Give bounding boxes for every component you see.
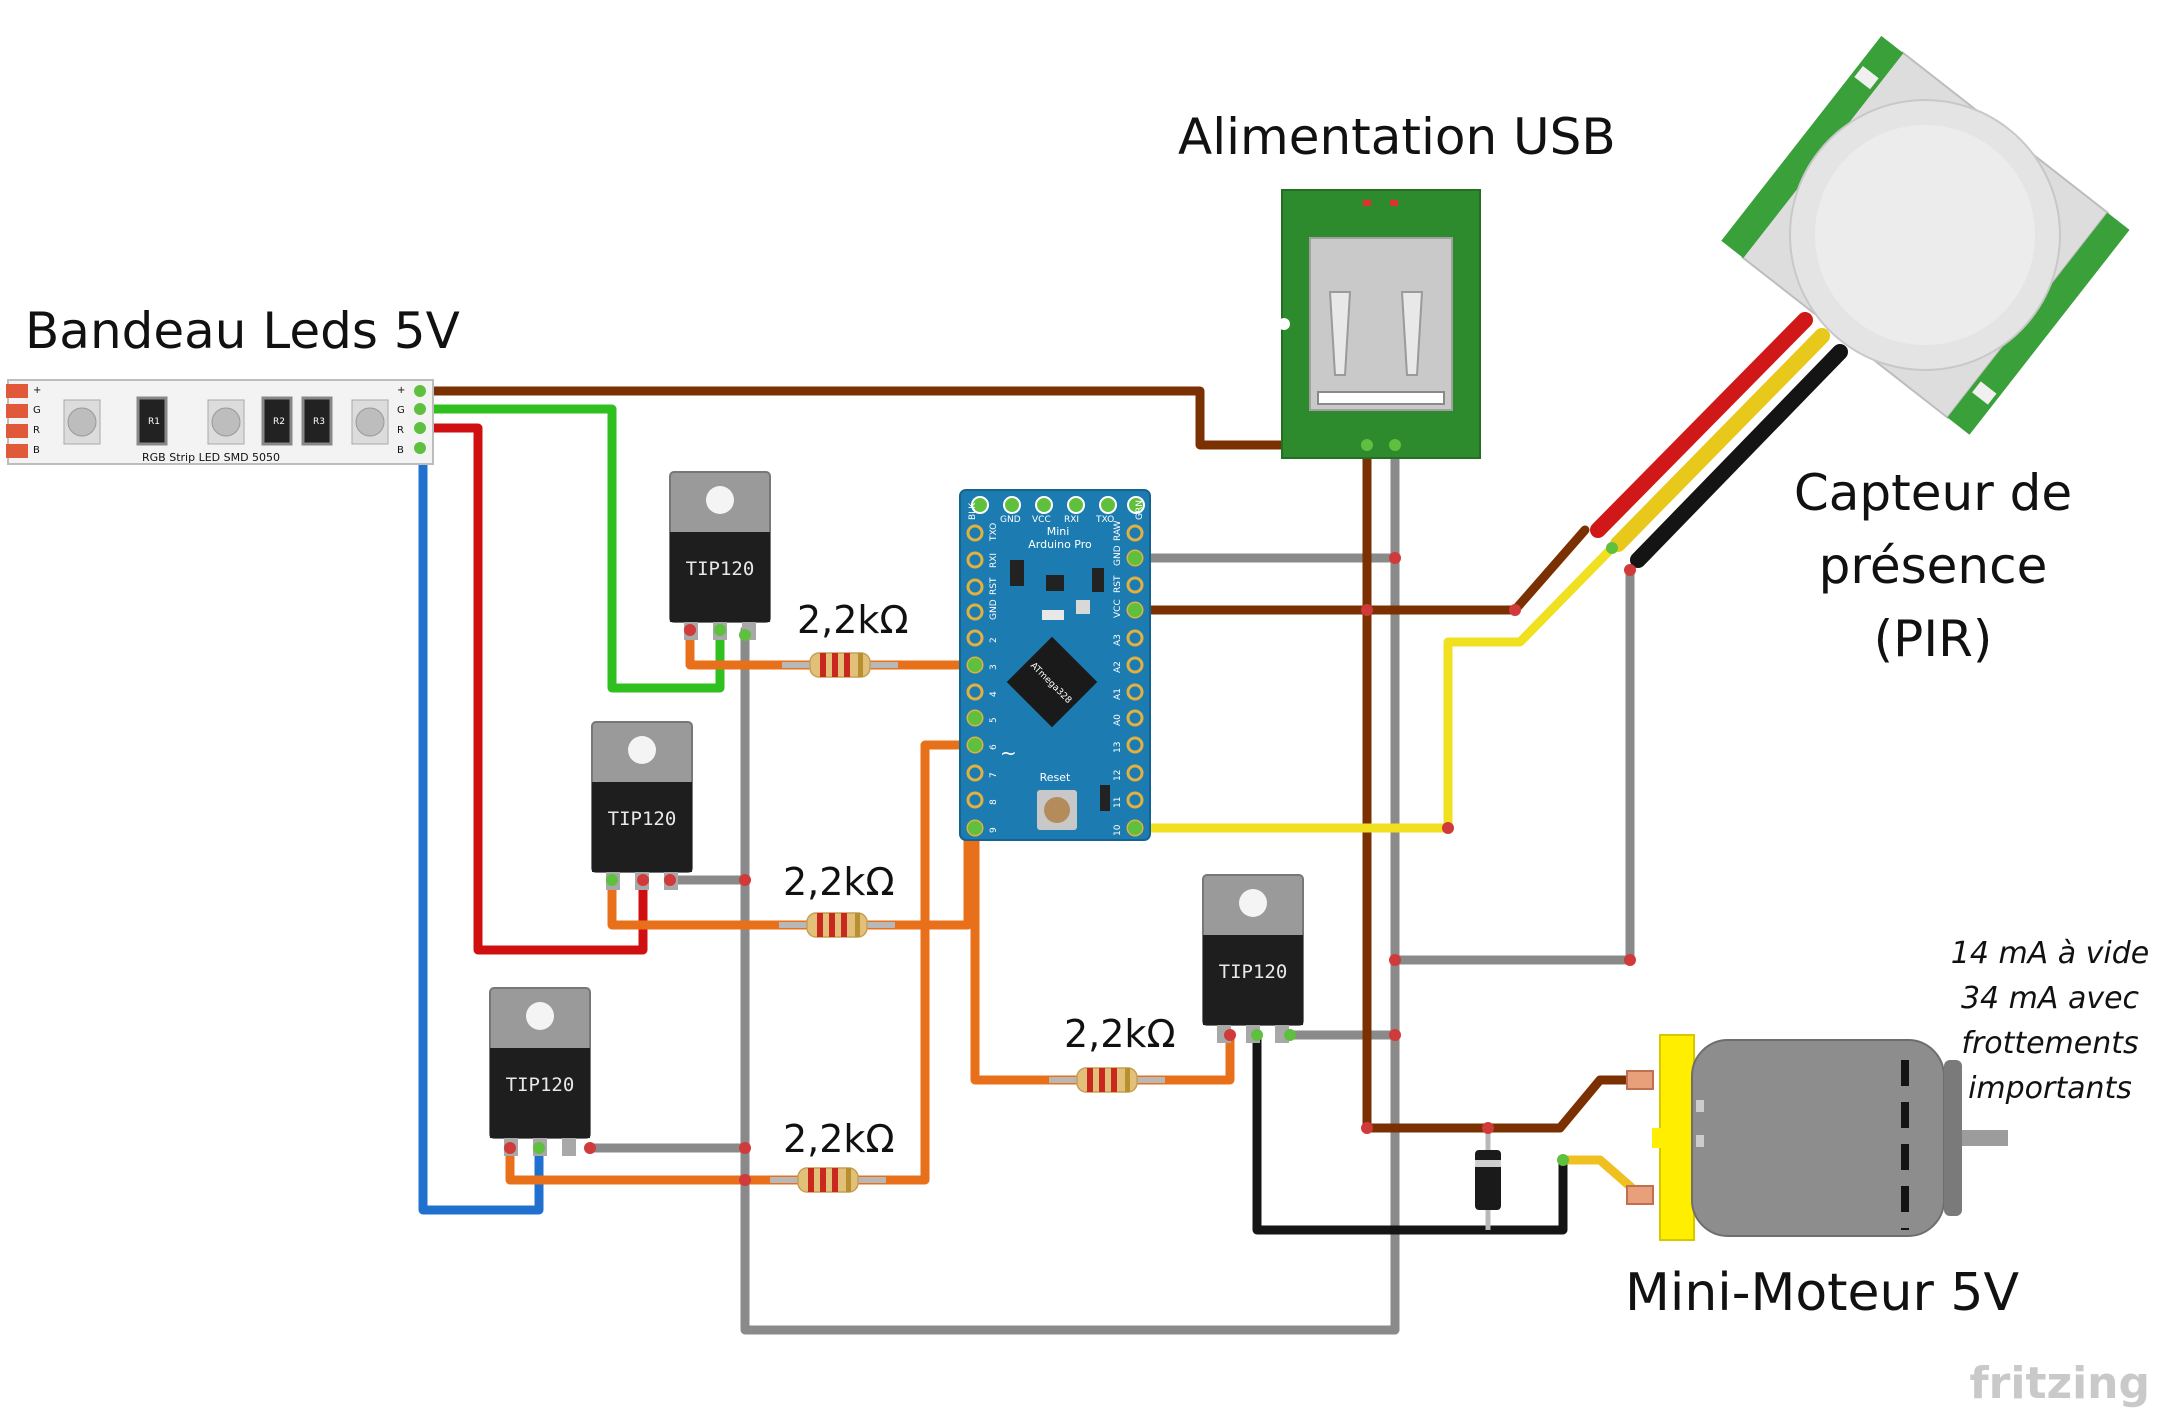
svg-text:BLK: BLK xyxy=(968,502,978,520)
arduino-top-pins xyxy=(971,496,1145,514)
svg-text:7: 7 xyxy=(989,772,999,778)
strip-led xyxy=(207,399,245,445)
svg-text:GND: GND xyxy=(1000,515,1021,525)
svg-text:RAW: RAW xyxy=(1113,520,1123,541)
transistor-4: TIP120 xyxy=(1202,874,1304,1044)
transistor-label: TIP120 xyxy=(1219,961,1288,983)
svg-text:14 mA à vide: 14 mA à vide xyxy=(1951,936,2150,971)
resistor-label: 2,2kΩ xyxy=(783,860,894,904)
svg-text:VCC: VCC xyxy=(1113,599,1123,618)
svg-text:12: 12 xyxy=(1113,770,1123,781)
svg-text:6: 6 xyxy=(989,744,999,750)
strip-pin-label: B xyxy=(397,445,404,456)
svg-text:Capteur de: Capteur de xyxy=(1794,464,2072,522)
motor-label: Mini-Moteur 5V xyxy=(1625,1263,2019,1323)
strip-pin-label: + xyxy=(397,385,405,396)
resistor-1: 2,2kΩ xyxy=(781,598,908,678)
resistor-3: 2,2kΩ xyxy=(769,1117,894,1193)
pir-sensor xyxy=(1590,35,2130,568)
svg-text:TXO: TXO xyxy=(989,523,999,542)
svg-text:13: 13 xyxy=(1113,742,1123,753)
svg-text:présence: présence xyxy=(1819,537,2048,595)
wire-black xyxy=(1252,1030,1568,1235)
strip-led xyxy=(63,399,101,445)
strip-pad xyxy=(6,424,28,438)
transistor-label: TIP120 xyxy=(686,558,755,580)
svg-text:2: 2 xyxy=(989,637,999,643)
motor xyxy=(1626,1034,2008,1241)
strip-led xyxy=(351,399,389,445)
svg-text:TXO: TXO xyxy=(1095,515,1114,525)
resistor-4: 2,2kΩ xyxy=(1048,1012,1175,1093)
svg-text:34 mA avec: 34 mA avec xyxy=(1961,981,2140,1016)
resistor-label: 2,2kΩ xyxy=(797,598,908,642)
reset-label: Reset xyxy=(1040,771,1071,784)
strip-resistor-label: R2 xyxy=(273,417,285,427)
wire-yellow xyxy=(1133,543,1617,833)
wire-motor-yellow xyxy=(1558,1155,1645,1200)
resistor-2: 2,2kΩ xyxy=(778,860,896,938)
motor-current-note: 14 mA à vide 34 mA avec frottements impo… xyxy=(1951,936,2150,1106)
arduino-pro-mini: BLK GND VCC RXI TXO GRN TXO RXI RST GND … xyxy=(959,489,1151,841)
svg-text:10: 10 xyxy=(1113,824,1123,836)
strip-pad xyxy=(6,404,28,418)
strip-pad xyxy=(6,384,28,398)
svg-text:RXI: RXI xyxy=(989,553,999,568)
arduino-title: Mini xyxy=(1047,525,1070,538)
svg-text:~: ~ xyxy=(1000,741,1017,765)
svg-text:A3: A3 xyxy=(1113,634,1123,646)
resistor-label: 2,2kΩ xyxy=(1064,1012,1175,1056)
resistor-label: 2,2kΩ xyxy=(783,1117,894,1161)
pir-cable xyxy=(1590,312,1848,568)
svg-text:A2: A2 xyxy=(1113,661,1123,673)
arduino-title: Arduino Pro xyxy=(1028,538,1092,551)
transistor-3: TIP120 xyxy=(489,987,591,1157)
transistor-label: TIP120 xyxy=(608,808,677,830)
pir-label: Capteur de présence (PIR) xyxy=(1794,464,2072,668)
svg-text:(PIR): (PIR) xyxy=(1874,610,1993,668)
usb-power-module xyxy=(1278,189,1481,459)
svg-text:3: 3 xyxy=(989,664,999,670)
strip-pin-label: R xyxy=(397,425,404,436)
svg-text:A0: A0 xyxy=(1113,714,1123,726)
strip-pad xyxy=(6,444,28,458)
led-strip: R1 R2 R3 + G R B + G R B RGB Strip LED S… xyxy=(6,379,434,465)
strip-resistor-label: R3 xyxy=(313,417,325,427)
strip-print: RGB Strip LED SMD 5050 xyxy=(142,451,280,464)
svg-text:4: 4 xyxy=(989,691,999,697)
svg-text:8: 8 xyxy=(989,799,999,805)
svg-text:GND: GND xyxy=(1113,545,1123,566)
svg-text:9: 9 xyxy=(989,827,999,833)
svg-text:5: 5 xyxy=(989,717,999,723)
transistor-2: TIP120 xyxy=(591,721,693,891)
svg-text:RST: RST xyxy=(1113,575,1123,593)
junctions xyxy=(504,542,1636,1186)
transistor-1: TIP120 xyxy=(669,471,771,641)
svg-text:RXI: RXI xyxy=(1064,515,1079,525)
svg-text:RST: RST xyxy=(989,577,999,595)
transistor-label: TIP120 xyxy=(506,1074,575,1096)
diode xyxy=(1475,1128,1501,1230)
strip-pin-label: G xyxy=(397,405,405,416)
svg-text:GRN: GRN xyxy=(1135,500,1145,520)
led-strip-label: Bandeau Leds 5V xyxy=(25,302,460,360)
strip-pin-label: G xyxy=(33,405,41,416)
strip-pin-label: + xyxy=(33,385,41,396)
svg-text:A1: A1 xyxy=(1113,688,1123,700)
fritzing-watermark: fritzing xyxy=(1970,1358,2150,1409)
strip-resistor-label: R1 xyxy=(148,417,160,427)
svg-text:frottements: frottements xyxy=(1961,1026,2138,1061)
svg-text:11: 11 xyxy=(1113,797,1123,808)
strip-pin-label: B xyxy=(33,445,40,456)
strip-pin-label: R xyxy=(33,425,40,436)
svg-text:GND: GND xyxy=(989,599,999,620)
svg-text:VCC: VCC xyxy=(1032,515,1051,525)
svg-text:importants: importants xyxy=(1968,1071,2132,1106)
usb-power-label: Alimentation USB xyxy=(1178,108,1616,166)
